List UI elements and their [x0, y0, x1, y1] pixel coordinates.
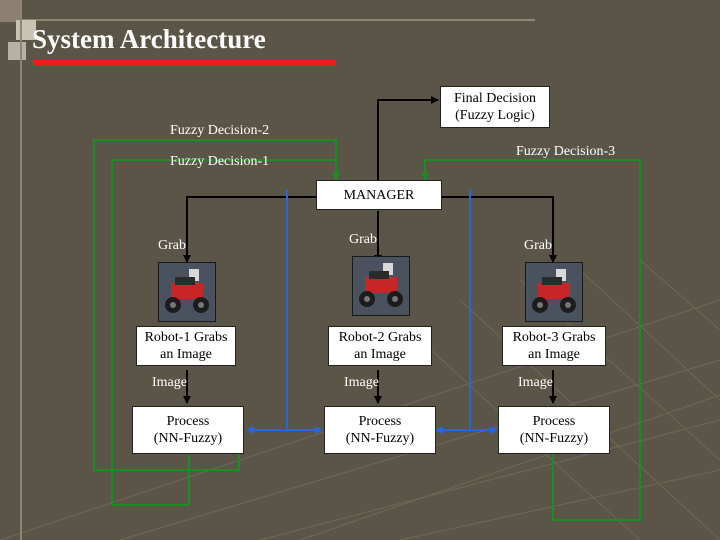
fuzzy-decision-1-label: Fuzzy Decision-1 [170, 154, 270, 169]
robot-3-grabs-box: Robot-3 Grabs an Image [502, 326, 606, 366]
image-label-2: Image [344, 375, 379, 390]
robot-image-3 [525, 262, 583, 322]
arrow-manager-to-final [377, 96, 439, 183]
grab-label-2: Grab [349, 232, 377, 247]
final-decision-box: Final Decision (Fuzzy Logic) [440, 86, 550, 128]
deco-vertical-line [20, 0, 22, 540]
robot-2-grabs-box: Robot-2 Grabs an Image [328, 326, 432, 366]
green-line-fuzzy-decision-3 [421, 159, 641, 521]
robot-1-grabs-box: Robot-1 Grabs an Image [136, 326, 236, 366]
arrow-manager-to-robot3 [442, 196, 557, 263]
title-underline [33, 60, 336, 66]
robot-image-1 [158, 262, 216, 322]
robot-image-2 [352, 256, 410, 316]
fuzzy-decision-2-label: Fuzzy Decision-2 [170, 123, 270, 138]
grab-label-1: Grab [158, 238, 186, 253]
arrow-manager-to-robot1 [183, 196, 316, 263]
grab-label-3: Grab [524, 238, 552, 253]
blue-line-process1 [246, 190, 288, 434]
green-line-robot1-feedback [93, 139, 340, 471]
green-line-fuzzy-decision-1 [111, 159, 336, 506]
manager-box: MANAGER [316, 180, 442, 210]
deco-square-1 [0, 0, 22, 22]
image-label-3: Image [518, 375, 553, 390]
fuzzy-decision-3-label: Fuzzy Decision-3 [516, 144, 616, 159]
blue-line-process2-right [435, 190, 471, 434]
slide-title: System Architecture [32, 24, 266, 54]
process-box-3: Process (NN-Fuzzy) [498, 406, 610, 454]
process-box-2: Process (NN-Fuzzy) [324, 406, 436, 454]
image-label-1: Image [152, 375, 187, 390]
process-box-1: Process (NN-Fuzzy) [132, 406, 244, 454]
